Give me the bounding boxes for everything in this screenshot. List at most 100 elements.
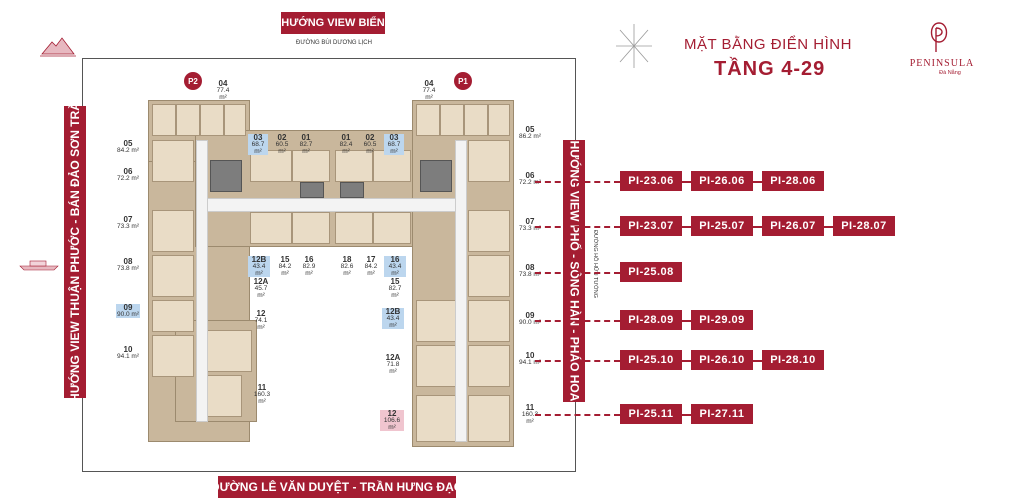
top-direction-banner: HƯỚNG VIEW BIỂN [281, 12, 385, 34]
connector-line [682, 181, 691, 183]
connector-line [824, 226, 833, 228]
room [464, 104, 488, 136]
elevator-core [210, 160, 242, 192]
unit-tag: PI-23.06 [620, 171, 682, 191]
right-road-label: ĐƯỜNG HỒ HỮU TƯỜNG [592, 230, 598, 299]
corridor [455, 140, 467, 442]
room [152, 300, 194, 332]
connector-line [753, 181, 762, 183]
connector-line [753, 360, 762, 362]
connector-line [535, 360, 620, 362]
room [416, 300, 458, 342]
room [250, 212, 292, 244]
connector-line [535, 272, 620, 274]
left-direction-banner: HƯỚNG VIEW THUẬN PHƯỚC - BÁN ĐẢO SƠN TRÀ [64, 102, 86, 402]
room [468, 210, 510, 252]
corridor [196, 140, 208, 422]
unit-tag: PI-28.10 [762, 350, 824, 370]
room [292, 212, 330, 244]
bottom-direction-banner: ĐƯỜNG LÊ VĂN DUYỆT - TRẦN HƯNG ĐẠO [211, 476, 463, 498]
right-direction-text: HƯỚNG VIEW PHỐ - SÔNG HÀN - PHÁO HOA [567, 140, 581, 402]
room [152, 335, 194, 377]
room [152, 140, 194, 182]
room [468, 255, 510, 297]
room [335, 150, 373, 182]
unit-tag: PI-25.10 [620, 350, 682, 370]
room [250, 150, 292, 182]
room [292, 150, 330, 182]
room [152, 255, 194, 297]
room [152, 104, 176, 136]
connector-line [682, 414, 691, 416]
page-title-line2: TẦNG 4-29 [714, 58, 826, 80]
elevator-core [300, 182, 324, 198]
tower-p1-marker: P1 [454, 72, 472, 90]
room [468, 395, 510, 442]
room [416, 345, 458, 387]
unit-tag: PI-23.07 [620, 216, 682, 236]
room [468, 140, 510, 182]
room [416, 395, 458, 442]
landmark-logo-icon [40, 37, 76, 57]
room [416, 104, 440, 136]
connector-line [535, 414, 620, 416]
connector-line [753, 226, 762, 228]
room [468, 345, 510, 387]
top-road-label: ĐƯỜNG BÙI DƯƠNG LỊCH [296, 40, 372, 46]
brand-sub: Đà Nẵng [939, 70, 961, 76]
tower-p2-marker: P2 [184, 72, 202, 90]
room [200, 330, 252, 372]
unit-tag: PI-25.11 [620, 404, 682, 424]
unit-tag: PI-27.11 [691, 404, 753, 424]
room [224, 104, 246, 136]
connector-line [535, 226, 620, 228]
right-direction-banner: HƯỚNG VIEW PHỐ - SÔNG HÀN - PHÁO HOA [563, 140, 585, 402]
elevator-core [340, 182, 364, 198]
room [468, 300, 510, 342]
unit-tag: PI-29.09 [691, 310, 753, 330]
room [335, 212, 373, 244]
corridor [198, 198, 465, 212]
unit-tag: PI-25.08 [620, 262, 682, 282]
left-direction-text: HƯỚNG VIEW THUẬN PHƯỚC - BÁN ĐẢO SƠN TRÀ [68, 102, 83, 402]
peninsula-logo-icon [930, 22, 948, 52]
unit-tag: PI-26.06 [691, 171, 753, 191]
brand-name: PENINSULA [909, 58, 975, 69]
room [488, 104, 510, 136]
unit-tag: PI-28.06 [762, 171, 824, 191]
unit-tag: PI-26.07 [762, 216, 824, 236]
room [200, 104, 224, 136]
page-title-line1: MẶT BẰNG ĐIỂN HÌNH [684, 36, 852, 53]
unit-tag: PI-28.09 [620, 310, 682, 330]
room [373, 150, 411, 182]
